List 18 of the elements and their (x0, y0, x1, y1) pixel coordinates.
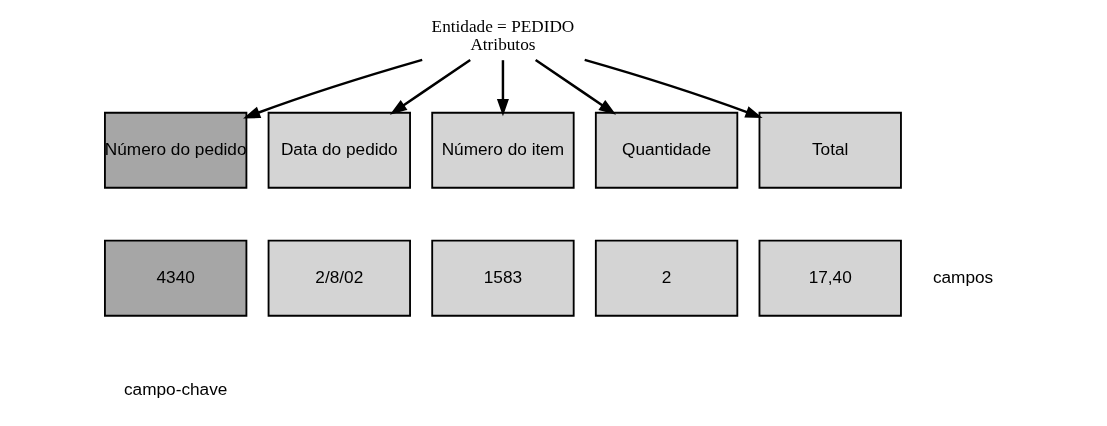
node-box: Número do pedido (103, 111, 247, 189)
node-box: 2/8/02 (267, 239, 411, 317)
arrow (583, 58, 763, 118)
label: campos (932, 266, 993, 287)
label: campo-chave (123, 379, 227, 400)
node-box: Quantidade (594, 111, 738, 189)
arrow (496, 60, 509, 117)
node-text: Entidade = PEDIDO Atributos (431, 16, 574, 55)
node-box: Número do item (430, 111, 575, 189)
node-box: 2 (594, 239, 738, 317)
arrow (389, 58, 471, 115)
node-box: Data do pedido (267, 111, 411, 189)
arrow (242, 58, 423, 119)
arrow (534, 58, 616, 115)
node-box: Total (758, 111, 902, 189)
node-box: 1583 (430, 239, 575, 317)
node-box: 4340 (103, 239, 247, 317)
node-box: 17,40 (758, 239, 902, 317)
